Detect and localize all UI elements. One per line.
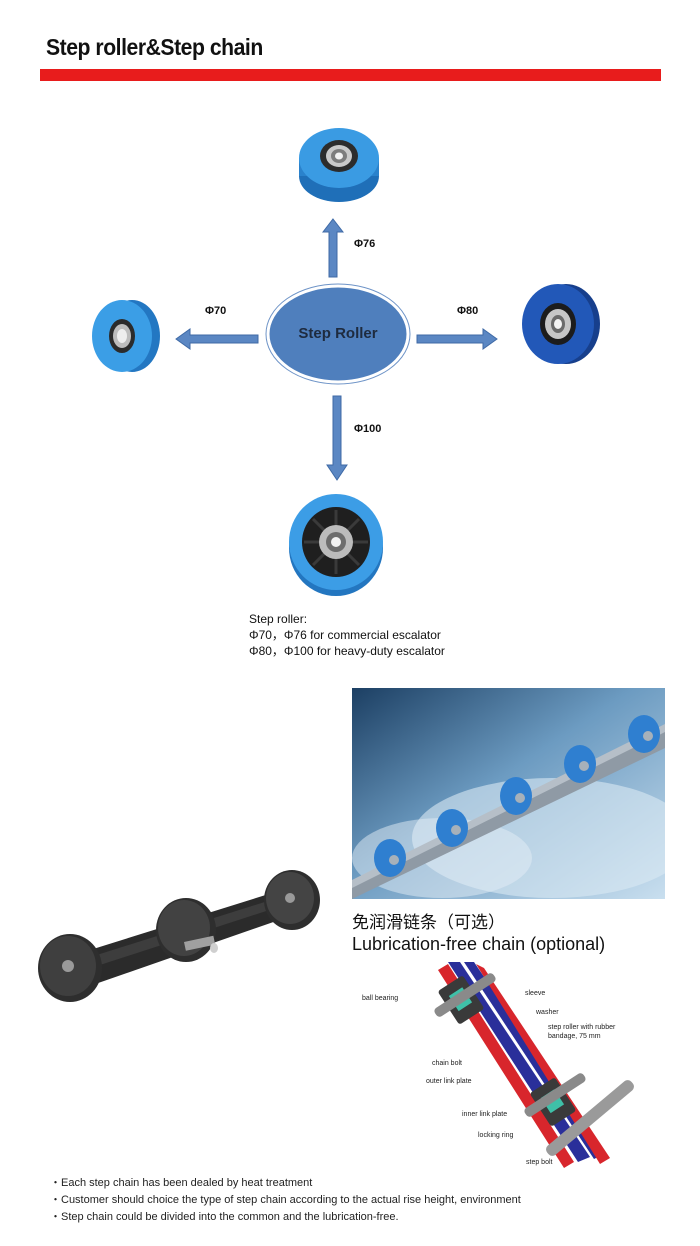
roller-note-line2: Φ80，Φ100 for heavy-duty escalator — [249, 644, 445, 658]
roller-76-image — [299, 128, 379, 202]
roller-80-image — [522, 284, 600, 364]
arrow-up-icon — [322, 218, 344, 278]
chain-technical-diagram: ball bearing sleeve washer step roller w… — [360, 962, 640, 1172]
page-title: Step roller&Step chain — [46, 34, 263, 60]
center-ellipse-shape — [265, 283, 411, 385]
label-step-roller: step roller with rubber — [548, 1024, 616, 1031]
dim-label-right: Φ80 — [457, 305, 479, 317]
list-item: ・Customer should choice the type of step… — [50, 1194, 521, 1206]
title-underline-bar — [40, 69, 661, 81]
step-chain-image — [38, 870, 320, 1002]
label-inner-link-plate: inner link plate — [462, 1111, 508, 1118]
chain-title-en: Lubrication-free chain (optional) — [352, 934, 606, 954]
step-roller-center: Step Roller — [265, 283, 411, 385]
label-step-roller-2: bandage, 75 mm — [548, 1033, 601, 1040]
label-outer-link-plate: outer link plate — [426, 1078, 472, 1085]
list-item: ・Each step chain has been dealed by heat… — [50, 1177, 313, 1189]
roller-note: Step roller: Φ70，Φ76 for commercial esca… — [249, 611, 445, 659]
label-step-bolt: step bolt — [526, 1159, 553, 1166]
dim-label-top: Φ76 — [354, 238, 376, 250]
center-label: Step Roller — [298, 325, 378, 342]
chain-title-cn: 免润滑链条（可选） — [352, 913, 505, 933]
roller-note-line1: Φ70，Φ76 for commercial escalator — [249, 628, 441, 642]
arrow-right-icon — [416, 328, 498, 350]
chain-diagram-drawing — [434, 962, 634, 1168]
label-chain-bolt: chain bolt — [432, 1060, 462, 1067]
dim-label-left: Φ70 — [205, 305, 227, 317]
roller-70-image — [92, 300, 160, 372]
chain-notes-list: ・Each step chain has been dealed by heat… — [50, 1175, 521, 1226]
arrow-down-icon — [326, 395, 348, 481]
label-ball-bearing: ball bearing — [362, 995, 399, 1002]
roller-note-heading: Step roller: — [249, 612, 308, 626]
roller-100-image — [289, 494, 383, 596]
dim-label-bottom: Φ100 — [354, 423, 382, 435]
label-locking-ring: locking ring — [478, 1132, 514, 1139]
label-washer: washer — [536, 1009, 559, 1016]
arrow-left-icon — [175, 328, 259, 350]
list-item: ・Step chain could be divided into the co… — [50, 1211, 399, 1223]
label-sleeve: sleeve — [525, 990, 546, 997]
lubrication-free-chain-photo — [352, 688, 665, 899]
